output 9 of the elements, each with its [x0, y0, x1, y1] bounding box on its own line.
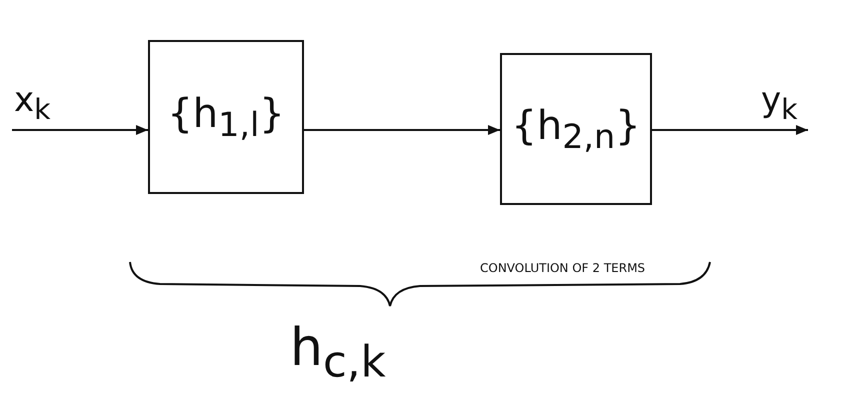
- arrow: [12, 125, 148, 135]
- impulse-response-label: h$_{c,k}$: [290, 322, 386, 385]
- block-label: {h$_{2,n}$}: [511, 102, 641, 156]
- filter-block: [148, 40, 304, 194]
- arrow: [652, 125, 808, 135]
- arrow: [304, 125, 500, 135]
- annotation-text: CONVOLUTION OF 2 TERMS: [480, 262, 646, 274]
- block-label: {h$_{1,l}$}: [167, 90, 285, 144]
- filter-block: [500, 53, 652, 205]
